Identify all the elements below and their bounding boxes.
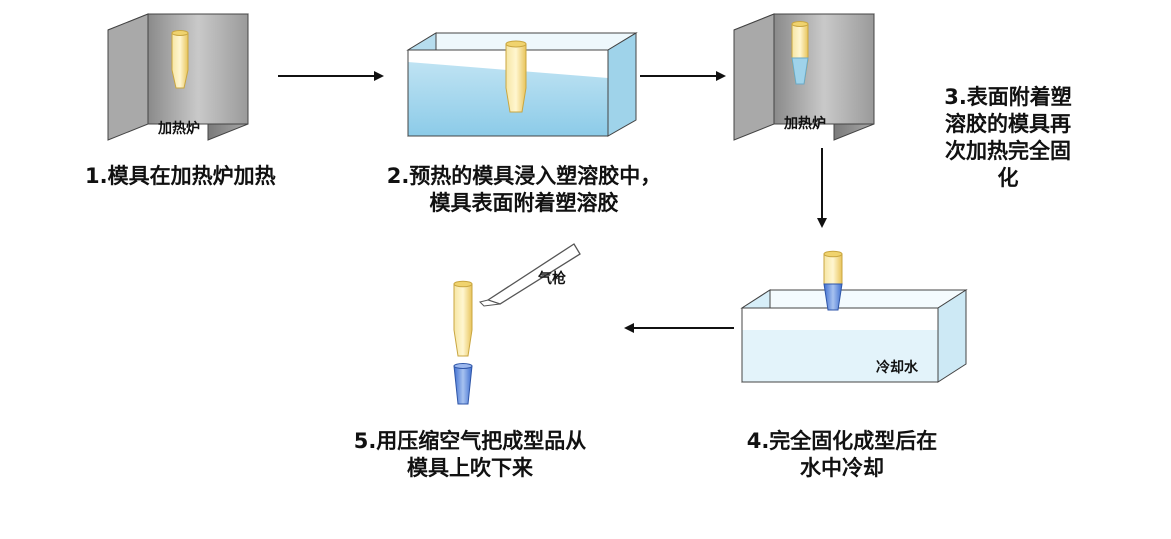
plastisol-tank (406, 32, 638, 137)
step-4-line-2: 水中冷却 (800, 456, 884, 480)
mold-icon (505, 40, 527, 113)
molded-product-icon (453, 363, 473, 405)
step-3-line-4: 化 (997, 166, 1019, 190)
air-gun-assembly: 气枪 (453, 243, 581, 405)
step-3-line-2: 溶胶的模具再 (945, 112, 1071, 136)
coated-mold-icon (791, 21, 809, 85)
step-5-line-1: 5.用压缩空气把成型品从 (353, 429, 587, 453)
step-3-line-3: 次加热完全固 (945, 139, 1071, 163)
step-1-line-1: 1.模具在加热炉加热 (85, 164, 276, 188)
step-2-line-2: 模具表面附着塑溶胶 (429, 191, 619, 215)
step-1-caption: 1.模具在加热炉加热 (85, 163, 276, 190)
oven-2-label: 加热炉 (783, 115, 826, 132)
step-3-caption: 3.表面附着塑 溶胶的模具再 次加热完全固 化 (933, 84, 1083, 192)
oven-2: 加热炉 (733, 13, 875, 141)
step-5-caption: 5.用压缩空气把成型品从 模具上吹下来 (320, 428, 620, 482)
air-gun-label: 气枪 (537, 270, 566, 287)
mold-icon (453, 280, 473, 357)
solidified-mold-icon (823, 250, 843, 311)
step-3-line-1: 3.表面附着塑 (944, 85, 1072, 109)
mold-icon (171, 30, 189, 89)
step-2-line-1: 2.预热的模具浸入塑溶胶中， (386, 164, 662, 188)
oven-1: 加热炉 (107, 13, 249, 141)
air-gun-icon (479, 243, 581, 307)
step-5-line-2: 模具上吹下来 (407, 456, 533, 480)
step-2-caption: 2.预热的模具浸入塑溶胶中， 模具表面附着塑溶胶 (374, 163, 674, 217)
cooling-water-label: 冷却水 (876, 359, 919, 376)
step-4-caption: 4.完全固化成型后在 水中冷却 (722, 428, 962, 482)
oven-1-label: 加热炉 (157, 120, 200, 137)
cooling-water-tank: 冷却水 (740, 250, 968, 383)
step-4-line-1: 4.完全固化成型后在 (746, 429, 938, 453)
